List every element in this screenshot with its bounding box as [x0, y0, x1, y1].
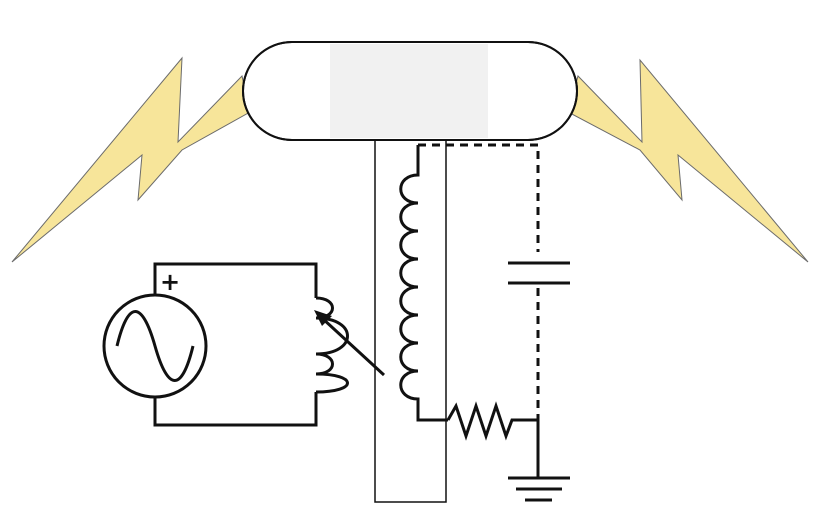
lightning-bolt-left: [11, 56, 251, 263]
capacitor: [508, 261, 570, 285]
lightning-bolt-right: [567, 58, 809, 263]
variable-arrow-icon: [314, 310, 386, 377]
sine-wave-icon: [115, 310, 195, 382]
source-polarity-label: +: [160, 268, 180, 296]
secondary-coil-form: [374, 139, 447, 503]
secondary-coil: [399, 145, 448, 422]
primary-circuit-wire: [153, 262, 318, 427]
primary-coil: [315, 296, 349, 394]
dashed-top-wire: [418, 143, 540, 252]
ground-symbol: [508, 420, 570, 502]
toroid-highlight: [330, 44, 488, 138]
resistor: [446, 401, 538, 441]
